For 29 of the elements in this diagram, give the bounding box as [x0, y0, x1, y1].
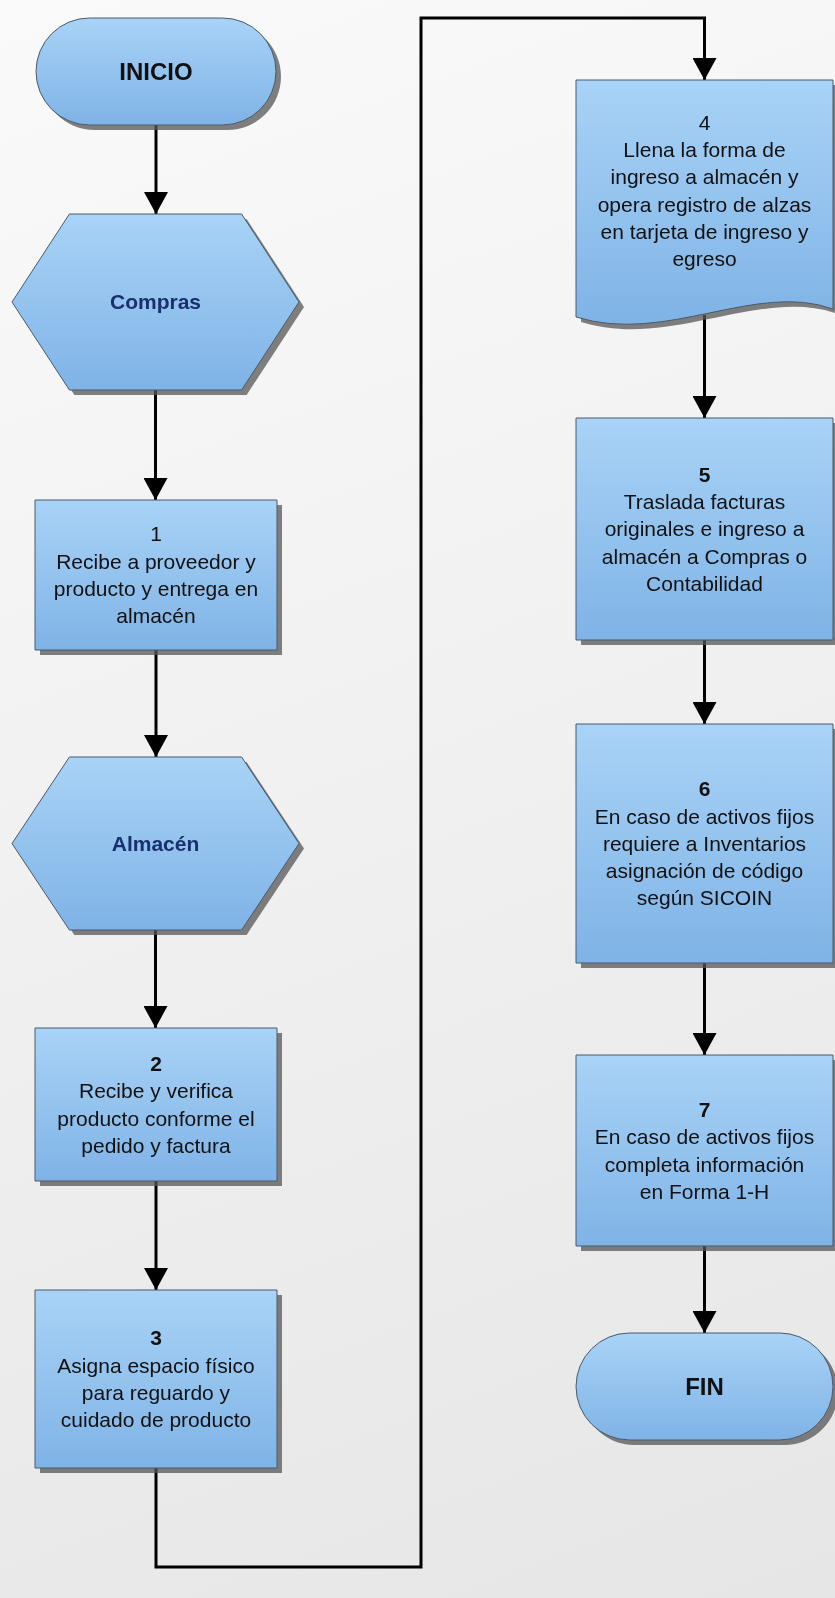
step-number: 3 — [150, 1325, 162, 1352]
terminal-label: FIN — [685, 1371, 724, 1402]
step-text: Recibe a proveedor y producto y entrega en almacén — [52, 548, 260, 630]
department-label: Almacén — [111, 830, 200, 857]
terminator-shape — [576, 1333, 835, 1445]
terminal-label: INICIO — [119, 56, 193, 87]
step-number: 4 — [698, 109, 711, 136]
process-box — [35, 1028, 282, 1186]
preparation-hexagon — [12, 214, 304, 395]
step-number: 2 — [150, 1050, 162, 1077]
process-box — [576, 724, 835, 968]
department-label: Compras — [110, 289, 201, 316]
step-text: Llena la forma de ingreso a almacén y opera registro de alzas en tarjeta de ingreso y egreso — [596, 136, 813, 273]
step-text: Recibe y verifica producto conforme el pedido y factura — [56, 1078, 256, 1159]
step-text: En caso de activos fijos completa información en Forma 1-H — [593, 1124, 816, 1205]
terminator-shape — [36, 18, 281, 130]
process-box — [35, 1290, 282, 1473]
step-number: 5 — [698, 461, 711, 488]
process-box — [35, 500, 282, 655]
preparation-hexagon — [12, 757, 304, 935]
step-text: En caso de activos fijos requiere a Inventarios asignación de código según SICOIN — [593, 803, 816, 912]
process-box — [576, 418, 835, 645]
step-text: Traslada facturas originales e ingreso a almacén a Compras o Contabilidad — [600, 489, 809, 597]
step-text: Asigna espacio físico para reguardo y cuidado de producto — [56, 1352, 256, 1434]
step-number: 6 — [698, 776, 711, 803]
step-number: 1 — [150, 521, 162, 548]
process-box — [576, 1055, 835, 1251]
step-number: 7 — [698, 1096, 711, 1123]
arrow — [154, 16, 717, 1569]
